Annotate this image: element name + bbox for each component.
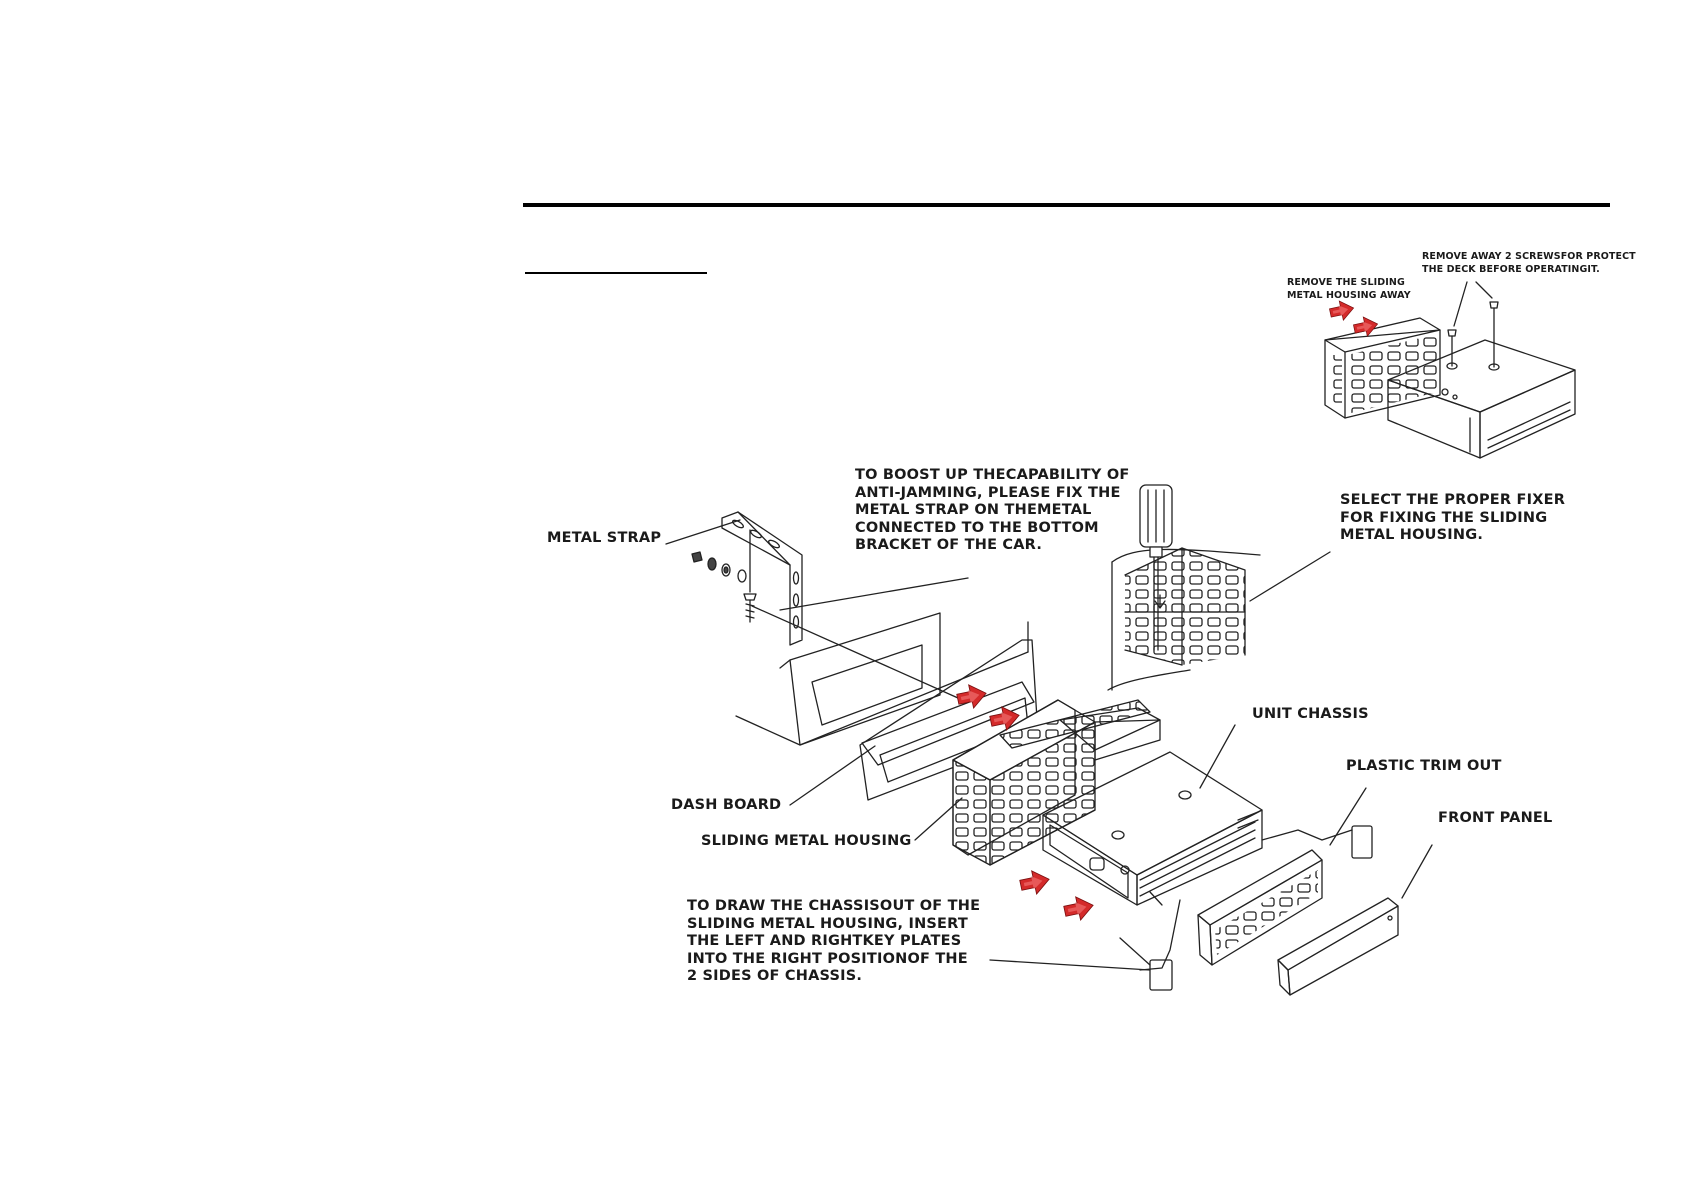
section-underline [525, 272, 707, 274]
inset-deck [1387, 339, 1576, 459]
sliding-metal-housing [952, 699, 1161, 866]
plastic-trim-label: PLASTIC TRIM OUT [1346, 758, 1502, 774]
arrow-6 [1061, 893, 1096, 924]
header-rule [523, 203, 1610, 207]
dash-board-label: DASH BOARD [671, 797, 782, 813]
unit-chassis-label: UNIT CHASSIS [1252, 706, 1369, 722]
plastic-trim-out [1197, 787, 1367, 966]
unit-chassis [1042, 724, 1263, 906]
arrow-5 [1017, 867, 1052, 898]
inset-screws [1447, 281, 1499, 368]
front-panel-label: FRONT PANEL [1438, 810, 1553, 826]
inset-screws-label: REMOVE AWAY 2 SCREWSFOR PROTECT THE DECK… [1422, 251, 1636, 275]
key-plates [1119, 825, 1373, 991]
select-fixer-label: SELECT THE PROPER FIXER FOR FIXING THE S… [1340, 492, 1566, 543]
arrow-3 [954, 681, 989, 712]
metal-strap [665, 511, 803, 646]
inset-remove-label: REMOVE THE SLIDING METAL HOUSING AWAY [1287, 277, 1411, 301]
inset-housing [1324, 317, 1441, 419]
arrow-2 [1351, 314, 1380, 339]
draw-chassis-label: TO DRAW THE CHASSISOUT OF THE SLIDING ME… [687, 898, 981, 984]
strap-screws [691, 529, 959, 699]
front-panel [1277, 844, 1433, 996]
metal-strap-label: METAL STRAP [547, 530, 662, 546]
anti-jamming-label: TO BOOST UP THECAPABILITY OF ANTI-JAMMIN… [855, 467, 1130, 553]
arrow-1 [1327, 298, 1356, 323]
fixer-detail [1107, 484, 1331, 691]
sliding-housing-label: SLIDING METAL HOUSING [701, 833, 912, 849]
